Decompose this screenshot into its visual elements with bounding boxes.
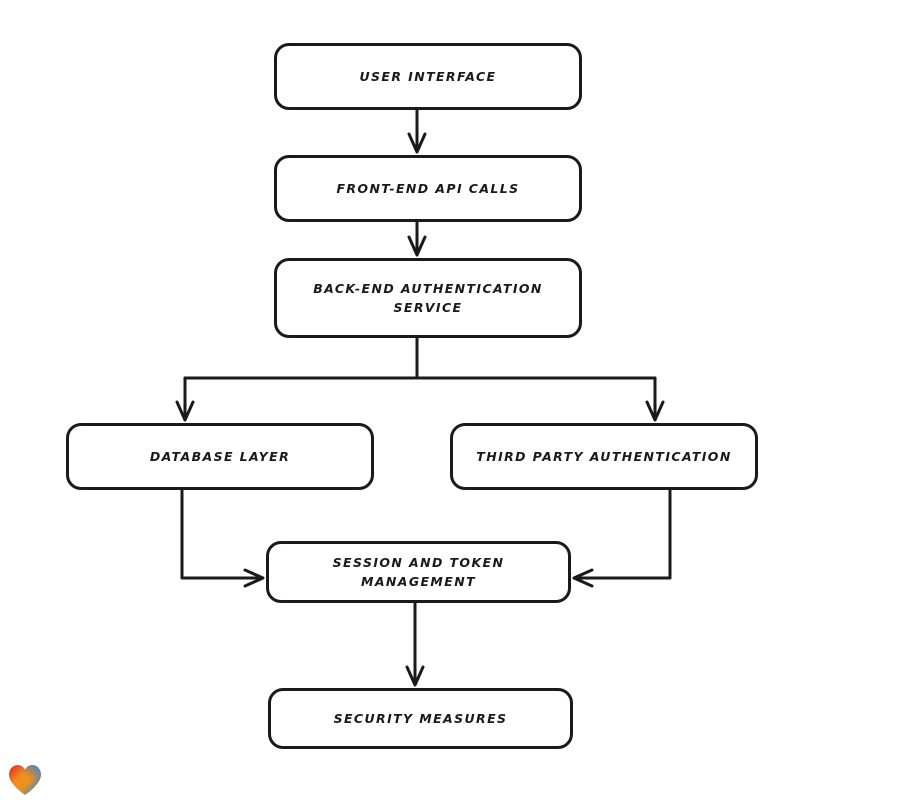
node-database-layer-label: Database Layer — [149, 448, 291, 464]
node-session-and-token-management-label: Session and Token Management — [332, 554, 505, 589]
node-backend-authentication-service[interactable]: Back-End Authentication Service — [274, 258, 582, 338]
arrowhead-session-to-security — [405, 665, 425, 687]
arrowhead-branch-to-thirdparty — [645, 400, 665, 422]
node-third-party-authentication[interactable]: Third Party Authentication — [450, 423, 758, 490]
arrowhead-thirdparty-to-session — [572, 568, 594, 588]
node-backend-authentication-service-label: Back-End Authentication Service — [313, 280, 543, 315]
node-database-layer[interactable]: Database Layer — [66, 423, 374, 490]
edge-database-to-session — [180, 488, 263, 580]
edge-thirdparty-to-session — [574, 488, 672, 580]
heart-logo — [9, 765, 41, 795]
node-user-interface[interactable]: User Interface — [274, 43, 582, 110]
node-user-interface-label: User Interface — [359, 68, 497, 84]
arrowhead-branch-to-database — [175, 400, 195, 422]
node-frontend-api-calls[interactable]: Front-End API Calls — [274, 155, 582, 222]
node-frontend-api-calls-label: Front-End API Calls — [336, 180, 520, 196]
node-security-measures[interactable]: Security Measures — [268, 688, 573, 749]
node-session-and-token-management[interactable]: Session and Token Management — [266, 541, 571, 603]
arrowhead-frontend-to-backend — [407, 235, 427, 257]
node-third-party-authentication-label: Third Party Authentication — [476, 448, 732, 464]
node-security-measures-label: Security Measures — [333, 710, 508, 726]
arrowhead-database-to-session — [243, 568, 265, 588]
arrowhead-ui-to-frontend — [407, 132, 427, 154]
